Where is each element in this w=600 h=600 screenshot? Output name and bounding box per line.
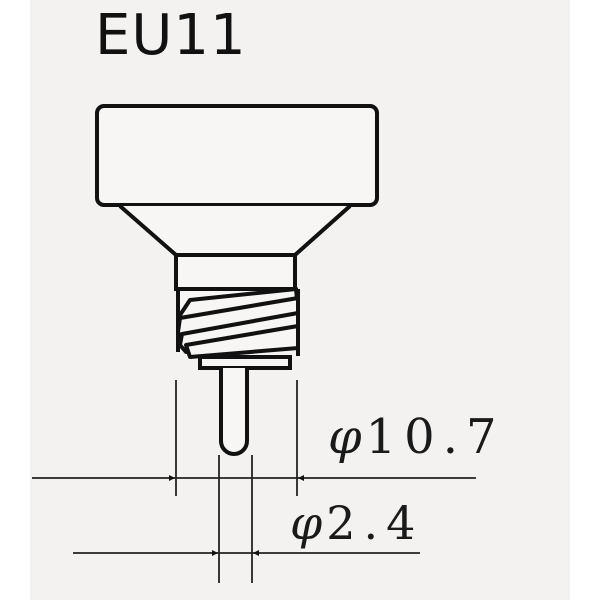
collar-shape (174, 253, 297, 291)
dimension-label-outer: φ10.7 (328, 413, 504, 461)
dimension-value: 10.7 (365, 409, 505, 465)
diagram-title: EU11 (95, 3, 247, 68)
cap-shape (95, 104, 379, 207)
taper-shape (118, 204, 352, 257)
pin-shape (219, 368, 249, 456)
flange-shape (198, 355, 292, 370)
thread-shape (176, 287, 300, 359)
diameter-symbol: φ (328, 409, 362, 465)
dimension-label-pin: φ2.4 (290, 500, 423, 546)
diameter-symbol: φ (290, 496, 323, 550)
dimension-value: 2.4 (326, 496, 424, 550)
